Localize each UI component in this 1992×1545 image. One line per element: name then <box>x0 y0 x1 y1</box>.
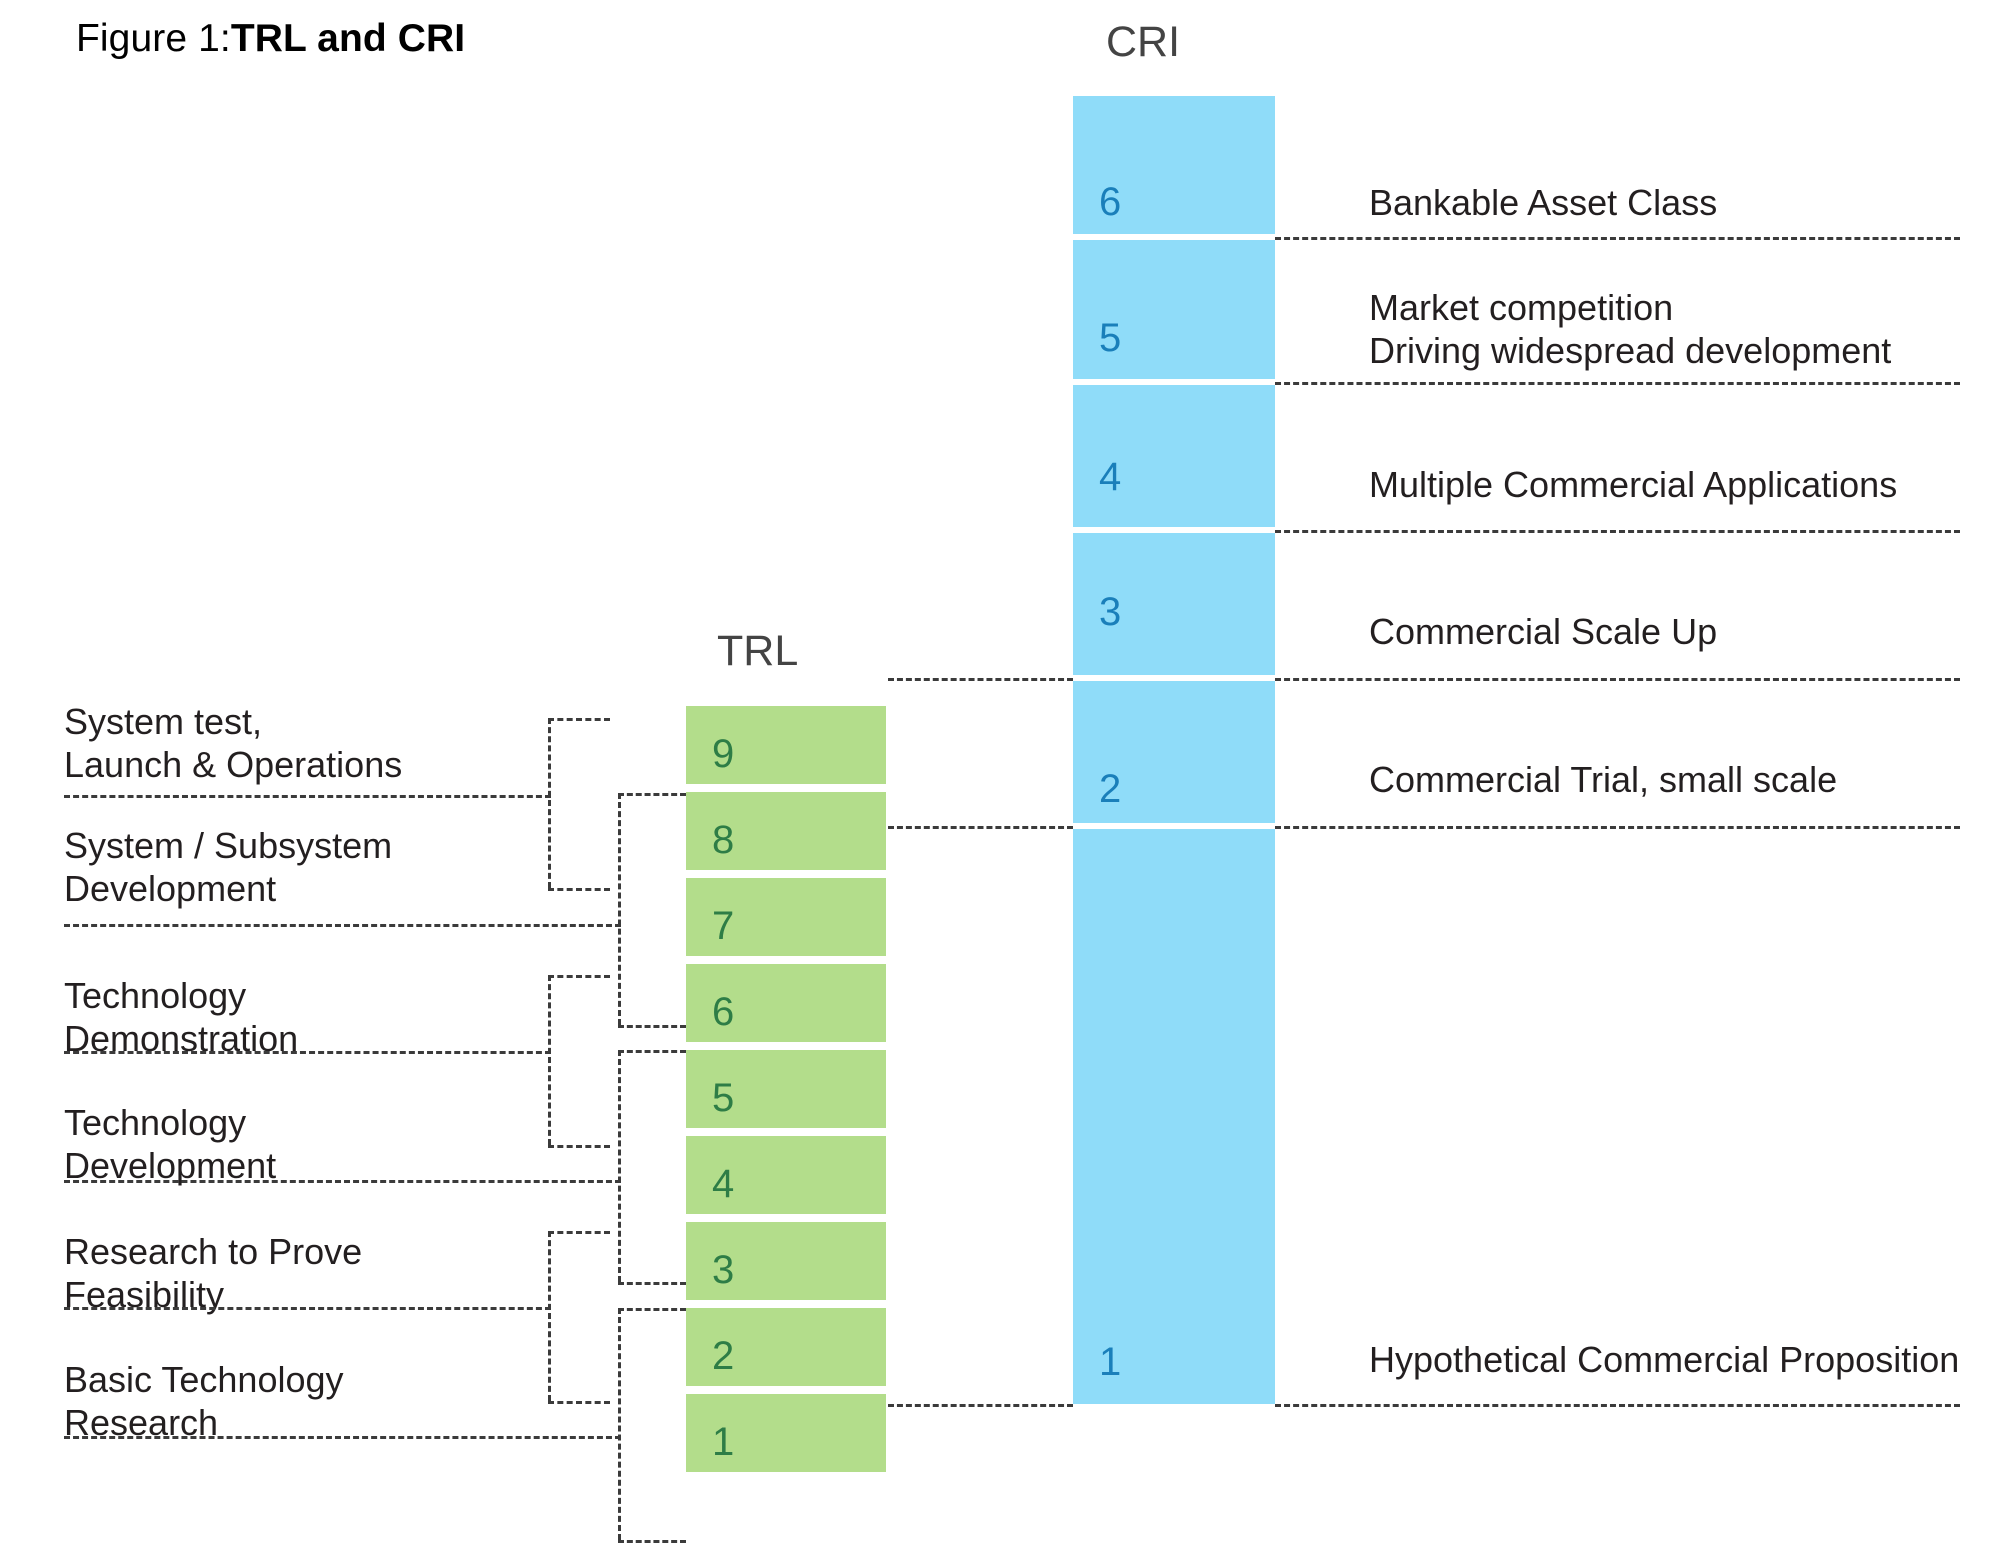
cri-separator-5-4 <box>1275 382 1960 385</box>
trl-block-2-number: 2 <box>712 1334 735 1378</box>
trl-block-1-number: 1 <box>712 1420 735 1464</box>
cri-block-6-number: 6 <box>1099 180 1122 224</box>
trl-group-label-system-subsystem: System / Subsystem Development <box>64 825 393 909</box>
figure-title-text: TRL and CRI <box>230 17 466 60</box>
bracket-inner-3-top <box>548 1231 610 1234</box>
figure-title: Figure 1:TRL and CRI <box>76 17 465 61</box>
trl-label-rule-1 <box>64 795 551 798</box>
bracket-inner-1-top <box>548 718 610 721</box>
cri-block-4-number: 4 <box>1099 455 1122 499</box>
cri-block-3-number: 3 <box>1099 590 1122 634</box>
trl-label-rule-6 <box>64 1436 621 1439</box>
cri-description-5: Market competition Driving widespread de… <box>1369 287 1892 371</box>
cri-block-6[interactable]: 6 <box>1073 96 1275 234</box>
bracket-inner-2-bottom <box>548 1145 610 1148</box>
bracket-inner-1-vertical <box>548 718 551 888</box>
connector-trl-to-cri-bottom <box>888 1404 1073 1407</box>
cri-block-3[interactable]: 3 <box>1073 533 1275 675</box>
trl-block-3-number: 3 <box>712 1248 735 1292</box>
bracket-outer-3-top <box>618 1308 686 1311</box>
trl-block-9-number: 9 <box>712 732 735 776</box>
cri-block-4[interactable]: 4 <box>1073 385 1275 527</box>
trl-block-5[interactable]: 5 <box>686 1050 886 1128</box>
cri-column-caption: CRI <box>1106 18 1181 66</box>
cri-block-2[interactable]: 2 <box>1073 681 1275 823</box>
trl-block-2[interactable]: 2 <box>686 1308 886 1386</box>
cri-block-5[interactable]: 5 <box>1073 240 1275 379</box>
bracket-inner-1-bottom <box>548 888 610 891</box>
trl-block-7[interactable]: 7 <box>686 878 886 956</box>
trl-label-rule-4 <box>64 1180 621 1183</box>
figure-label: Figure 1: <box>76 17 231 60</box>
cri-description-1: Hypothetical Commercial Proposition <box>1369 1339 1960 1380</box>
cri-description-3: Commercial Scale Up <box>1369 611 1718 652</box>
cri-description-4: Multiple Commercial Applications <box>1369 464 1898 505</box>
cri-description-6: Bankable Asset Class <box>1369 182 1718 223</box>
trl-block-1[interactable]: 1 <box>686 1394 886 1472</box>
bracket-outer-3-bottom <box>618 1540 686 1543</box>
trl-column-caption: TRL <box>717 627 799 675</box>
trl-group-label-basic-research: Basic Technology Research <box>64 1359 344 1443</box>
trl-group-label-technology-demonstration: Technology Demonstration <box>64 975 299 1059</box>
bracket-inner-3-vertical <box>548 1231 551 1401</box>
cri-block-1[interactable]: 1 <box>1073 829 1275 1404</box>
trl-block-8[interactable]: 8 <box>686 792 886 870</box>
connector-trl-to-cri-2-1 <box>888 826 1073 829</box>
cri-description-2: Commercial Trial, small scale <box>1369 759 1838 800</box>
bracket-outer-1-bottom <box>618 1025 686 1028</box>
trl-block-4-number: 4 <box>712 1162 735 1206</box>
connector-trl-to-cri-3-2 <box>888 678 1073 681</box>
bracket-outer-2-vertical <box>618 1050 621 1282</box>
trl-block-6[interactable]: 6 <box>686 964 886 1042</box>
cri-block-2-number: 2 <box>1099 767 1122 811</box>
trl-block-5-number: 5 <box>712 1076 735 1120</box>
trl-block-9[interactable]: 9 <box>686 706 886 784</box>
trl-group-label-technology-development: Technology Development <box>64 1102 277 1186</box>
trl-group-label-system-test: System test, Launch & Operations <box>64 701 403 785</box>
cri-separator-bottom <box>1275 1404 1960 1407</box>
cri-separator-4-3 <box>1275 530 1960 533</box>
trl-group-label-research-feasibility: Research to Prove Feasibility <box>64 1231 363 1315</box>
cri-separator-6-5 <box>1275 237 1960 240</box>
cri-block-5-number: 5 <box>1099 316 1122 360</box>
bracket-inner-3-bottom <box>548 1401 610 1404</box>
bracket-outer-2-bottom <box>618 1282 686 1285</box>
cri-separator-3-2 <box>1275 678 1960 681</box>
bracket-outer-2-top <box>618 1050 686 1053</box>
trl-block-3[interactable]: 3 <box>686 1222 886 1300</box>
cri-separator-2-1 <box>1275 826 1960 829</box>
bracket-outer-1-top <box>618 793 686 796</box>
trl-label-rule-3 <box>64 1051 551 1054</box>
bracket-outer-1-vertical <box>618 793 621 1025</box>
trl-label-rule-2 <box>64 924 621 927</box>
trl-block-7-number: 7 <box>712 904 735 948</box>
trl-label-rule-5 <box>64 1307 551 1310</box>
bracket-inner-2-vertical <box>548 975 551 1145</box>
cri-block-1-number: 1 <box>1099 1340 1122 1384</box>
bracket-inner-2-top <box>548 975 610 978</box>
bracket-outer-3-vertical <box>618 1308 621 1540</box>
trl-block-4[interactable]: 4 <box>686 1136 886 1214</box>
trl-block-6-number: 6 <box>712 990 735 1034</box>
trl-block-8-number: 8 <box>712 818 735 862</box>
